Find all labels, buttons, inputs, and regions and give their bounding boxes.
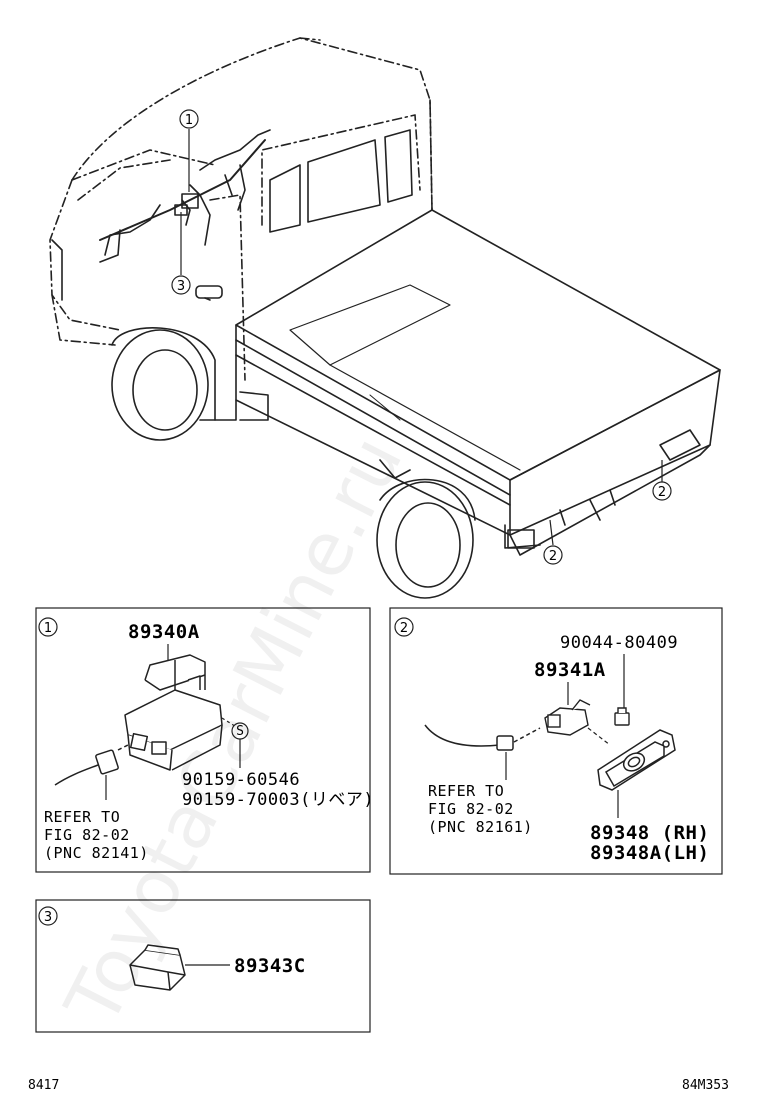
detail-box-2: 2 90044-80409 89341A (389, 607, 723, 875)
box3-number-circle (38, 906, 58, 926)
callout-3-marker: 3 (171, 275, 191, 295)
part-90159-70003-label: 90159-70003(リベア) (182, 790, 374, 810)
ref-line-1-b: REFER TO (428, 782, 504, 800)
part-89348-rh-label: 89348 (RH) (590, 822, 709, 844)
wire-drawing-2 (424, 724, 541, 780)
part-89343C-label: 89343C (234, 955, 306, 977)
detail-box-1: 1 89340A S 90159-60546 90159-70003(リベア) (35, 607, 374, 873)
box1-number-circle (38, 617, 58, 637)
box3-number: 3 (44, 910, 52, 925)
callout-2-marker-left: 2 (543, 545, 563, 565)
part-90159-60546-label: 90159-60546 (182, 770, 300, 790)
svg-text:1: 1 (185, 113, 193, 128)
truck-callouts (180, 129, 663, 546)
ref-line-2-b: FIG 82-02 (428, 800, 514, 818)
screw-icon: S (221, 717, 249, 768)
clip-drawing (614, 707, 630, 726)
svg-text:2: 2 (658, 485, 666, 500)
lamp-drawing (597, 729, 676, 791)
ref-line-3: (PNC 82141) (44, 844, 149, 862)
callout-1-marker: 1 (179, 109, 199, 129)
sensor-module-drawing (124, 654, 223, 771)
part-90044-80409-label: 90044-80409 (560, 633, 678, 653)
footer-right-code: 84M353 (682, 1078, 729, 1093)
ref-line-2: FIG 82-02 (44, 826, 130, 844)
svg-text:3: 3 (177, 279, 185, 294)
switch-drawing (129, 944, 186, 991)
watermark: ToyotaCarMine.ru (49, 423, 420, 1039)
box2-number: 2 (400, 621, 408, 636)
ref-line-1: REFER TO (44, 808, 120, 826)
part-89348A-lh-label: 89348A(LH) (590, 842, 709, 864)
truck-illustration (49, 37, 721, 599)
box1-number: 1 (44, 621, 52, 636)
sensor-drawing (544, 699, 591, 736)
ref-line-3-b: (PNC 82161) (428, 818, 533, 836)
callout-2-marker-right: 2 (652, 481, 672, 501)
part-89340A-label: 89340A (128, 621, 200, 643)
part-89341A-label: 89341A (534, 659, 606, 681)
svg-text:S: S (236, 724, 244, 739)
box2-number-circle (394, 617, 414, 637)
svg-text:2: 2 (549, 549, 557, 564)
connector-wire-drawing (54, 744, 129, 800)
footer-left-code: 8417 (28, 1078, 59, 1093)
detail-box-3: 3 89343C (35, 899, 371, 1033)
